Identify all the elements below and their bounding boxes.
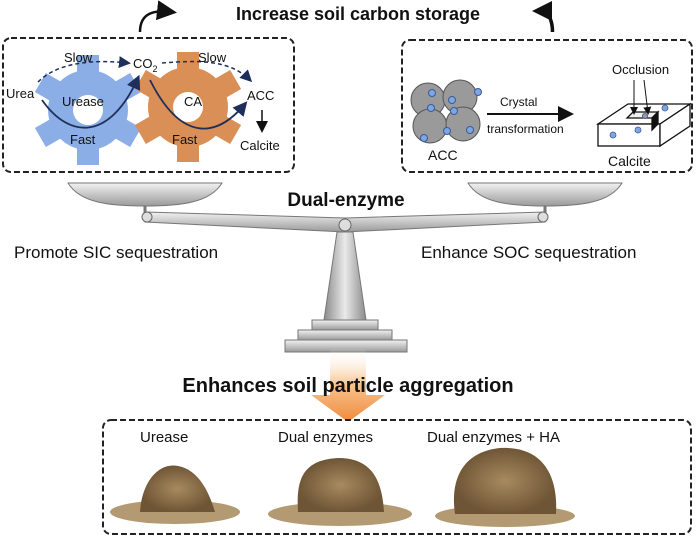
soil-sample-urease	[110, 465, 240, 524]
slow-arrow-2	[161, 60, 253, 83]
occlusion-label: Occlusion	[612, 62, 669, 77]
down-arrow-icon	[311, 348, 385, 422]
crystal-transformation-panel: ACC Crystal transformation Occlusion Cal…	[401, 39, 693, 173]
balance-scale-icon	[67, 182, 623, 353]
fast-arrow-2	[149, 79, 248, 130]
urea-label: Urea	[6, 86, 35, 101]
left-up-arrow	[138, 0, 177, 33]
promote-sic-label: Promote SIC sequestration	[14, 243, 218, 262]
soil-sample-dual-enzymes	[268, 458, 412, 526]
slow-label-2: Slow	[198, 50, 227, 65]
calcite-label-right: Calcite	[608, 153, 651, 169]
slow-arrow-1	[37, 56, 131, 83]
fast-label-2: Fast	[172, 132, 198, 147]
ca-gear-icon	[134, 52, 242, 162]
urease-label: Urease	[62, 94, 104, 109]
ca-label: CA	[184, 94, 202, 109]
sample-label-dual: Dual enzymes	[278, 429, 373, 446]
urease-ca-panel: Urea Slow CO2 Slow Urease Fast CA Fast A…	[2, 37, 295, 173]
soil-samples-panel: Urease Dual enzymes Dual enzymes + HA	[102, 419, 692, 535]
calcite-label: Calcite	[240, 138, 280, 153]
sample-label-dual-ha: Dual enzymes + HA	[427, 429, 560, 446]
co2-label: CO2	[133, 56, 158, 74]
sample-label-urease: Urease	[140, 429, 188, 446]
acc-label: ACC	[247, 88, 274, 103]
fast-arrow-1	[41, 74, 141, 129]
slow-label-1: Slow	[64, 50, 93, 65]
crystal-label: Crystal	[500, 95, 537, 109]
fast-label-1: Fast	[70, 132, 96, 147]
dual-enzyme-label: Dual-enzyme	[287, 190, 404, 211]
transformation-label: transformation	[487, 122, 564, 136]
aggregation-title: Enhances soil particle aggregation	[182, 375, 513, 397]
soil-sample-dual-enzymes-ha	[435, 447, 575, 527]
main-title: Increase soil carbon storage	[236, 4, 480, 24]
enhance-soc-label: Enhance SOC sequestration	[421, 243, 636, 262]
acc-label-right: ACC	[428, 147, 458, 163]
acc-cluster-icon	[410, 79, 482, 144]
urease-gear-icon	[34, 55, 142, 165]
